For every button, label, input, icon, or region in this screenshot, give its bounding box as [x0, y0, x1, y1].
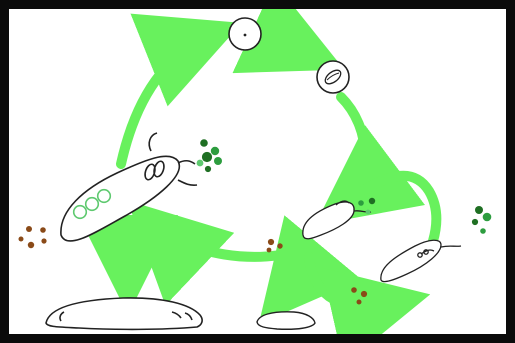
- cycle-arrow-icon: [127, 200, 309, 306]
- diagram-panel: [9, 9, 506, 334]
- cycle-arrows-group: [78, 9, 442, 334]
- small-resting-cell-icon: [256, 311, 316, 330]
- food-particles-icon: [18, 139, 492, 305]
- cycle-arrow-icon: [232, 9, 345, 74]
- cycle-arrow-icon: [258, 215, 362, 325]
- cycle-arrow-icon: [304, 252, 431, 334]
- small-swimming-cell-icon: [302, 200, 372, 240]
- resting-cell-icon: [45, 297, 203, 331]
- life-cycle-diagram: [18, 9, 492, 334]
- cycle-arrow-icon: [116, 13, 242, 169]
- cycle-arrow-icon: [359, 170, 442, 246]
- dividing-cell-icon: [380, 239, 462, 283]
- cycle-arrow-icon: [315, 92, 425, 226]
- early-stage-icon: [316, 60, 350, 94]
- cyst-icon: [228, 17, 262, 51]
- large-swimming-cell-icon: [60, 132, 198, 242]
